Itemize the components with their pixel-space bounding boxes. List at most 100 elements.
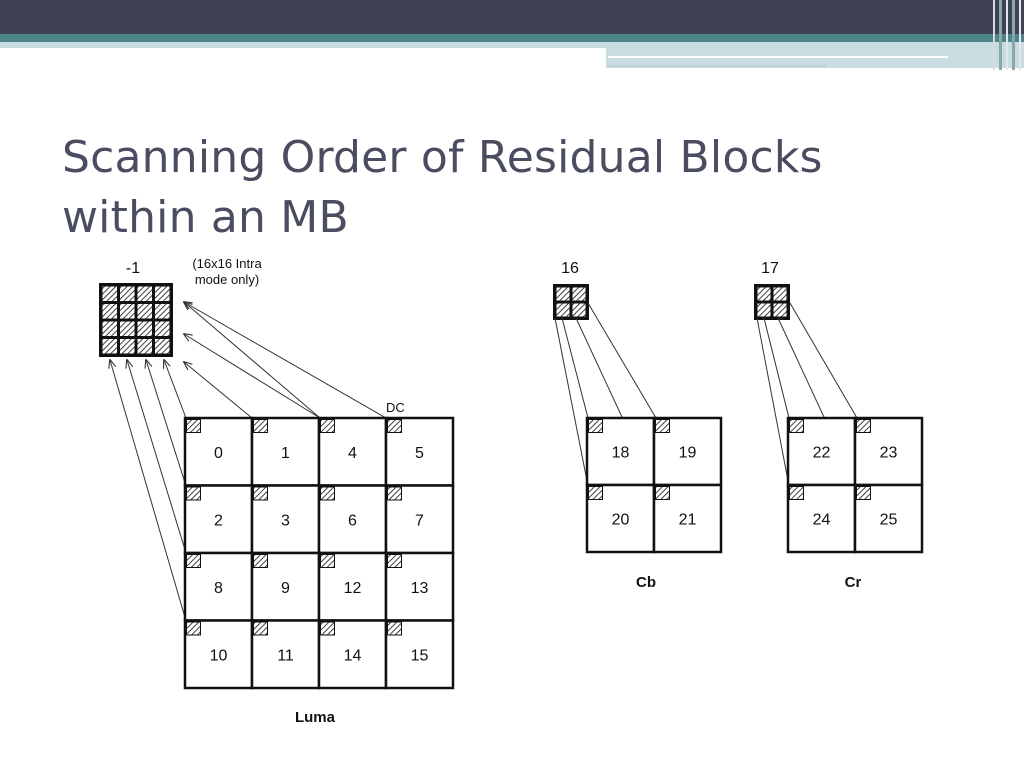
- luma-block-number: 14: [344, 647, 362, 664]
- luma-dc-marker: [320, 419, 335, 433]
- cb-dc-marker: [655, 419, 670, 433]
- arrow-3: [184, 302, 387, 419]
- luma-cell-border: [384, 484, 455, 555]
- cr-dc-marker: [856, 419, 871, 433]
- cb-dc-cell: [556, 303, 570, 317]
- arrow-5: [184, 362, 253, 419]
- luma-cell: 13: [384, 551, 455, 622]
- luma-cell: 6: [317, 484, 388, 555]
- cr-cell: 24: [786, 483, 857, 554]
- cb-caption: Cb: [636, 574, 656, 591]
- luma-dc-marker: [320, 486, 335, 501]
- luma-block-number: 9: [281, 580, 290, 597]
- dc-block-cell: [155, 286, 170, 301]
- dc-block-cell: [137, 304, 152, 319]
- luma-cell: 14: [317, 619, 388, 690]
- luma-cell: 4: [317, 416, 388, 487]
- luma-cell: 15: [384, 619, 455, 690]
- header-dark-bar: [0, 0, 1024, 34]
- dc-block-note-line2: mode only): [195, 272, 259, 287]
- cb-dc-marker: [655, 486, 670, 500]
- arrow-6: [164, 360, 187, 419]
- cb-block-number: 18: [612, 445, 630, 462]
- luma-cell: 1: [250, 416, 321, 487]
- luma-block-number: 10: [210, 647, 228, 664]
- cb-dc-marker: [588, 419, 603, 433]
- luma-dc-marker: [387, 621, 402, 636]
- cr-dc-label: 17: [761, 260, 779, 277]
- cr-dc-cell: [773, 303, 787, 317]
- cr-cell: 22: [786, 416, 857, 487]
- dc-block-cell: [102, 339, 117, 354]
- cb-dc-block: [553, 284, 589, 320]
- dc-block-cell: [137, 339, 152, 354]
- cb-dc-cell: [572, 303, 586, 317]
- dc-block-cell: [137, 321, 152, 336]
- dc-block-cell: [120, 286, 135, 301]
- cr-cell: 25: [853, 483, 924, 554]
- luma-block-number: 7: [415, 512, 424, 529]
- cr-caption: Cr: [845, 574, 862, 591]
- luma-block-number: 15: [411, 647, 429, 664]
- dc-block-cell: [137, 286, 152, 301]
- dc-block-label: -1: [126, 260, 140, 277]
- luma-dc-marker: [387, 419, 402, 433]
- dc-arrows: [110, 302, 387, 622]
- title-line-2: within an MB: [62, 192, 349, 243]
- cr-block-number: 23: [880, 445, 898, 462]
- luma-dc-marker: [253, 621, 268, 636]
- cr-block-number: 22: [813, 445, 831, 462]
- cb-dc-label: 16: [561, 260, 579, 277]
- luma-dc-marker: [186, 621, 201, 636]
- dc-block-cell: [155, 304, 170, 319]
- luma-dc-marker: [186, 486, 201, 501]
- dc-block-cell: [120, 304, 135, 319]
- header-light-tab: [606, 42, 1024, 68]
- luma-cell: 9: [250, 551, 321, 622]
- luma-dc-marker: [387, 486, 402, 501]
- cr-group: 17 22 23 24 25 Cr: [754, 260, 924, 591]
- cb-block-number: 19: [679, 445, 697, 462]
- cr-dc-cell: [757, 287, 771, 301]
- dc-annotation: DC: [386, 400, 405, 415]
- dc-block-cell: [120, 339, 135, 354]
- cb-cell: 18: [585, 416, 656, 487]
- dc-block-cell: [155, 339, 170, 354]
- cr-grid: 22 23 24 25: [786, 416, 924, 554]
- luma-block-number: 5: [415, 445, 424, 462]
- header-band: [0, 0, 1024, 70]
- cr-dc-block: [754, 284, 790, 320]
- cr-cell: 23: [853, 416, 924, 487]
- luma-cell: 11: [250, 619, 321, 690]
- cb-cell: 21: [652, 483, 723, 554]
- luma-block-number: 12: [344, 580, 362, 597]
- dc-block-cell: [102, 321, 117, 336]
- luma-cell: 12: [317, 551, 388, 622]
- luma-block-number: 13: [411, 580, 429, 597]
- cb-dc-marker: [588, 486, 603, 500]
- cb-cell: 20: [585, 483, 656, 554]
- luma-cell: 2: [183, 484, 254, 555]
- luma-dc-marker: [186, 419, 201, 433]
- dc-block-group: -1 (16x16 Intra mode only): [99, 256, 262, 357]
- header-teal-bar: [0, 34, 1024, 42]
- luma-block-number: 0: [214, 445, 223, 462]
- dc-block-note-line1: (16x16 Intra: [192, 256, 262, 271]
- luma-block-number: 8: [214, 580, 223, 597]
- luma-cell-border: [384, 619, 455, 690]
- title-line-1: Scanning Order of Residual Blocks: [62, 132, 823, 183]
- cr-dc-marker: [856, 486, 871, 500]
- luma-block-number: 6: [348, 512, 357, 529]
- luma-dc-marker: [253, 554, 268, 568]
- cb-dc-cell: [572, 287, 586, 301]
- cb-group: 16 18 19 20 21 Cb: [553, 260, 723, 591]
- luma-dc-marker: [387, 554, 402, 568]
- header-light-bar: [0, 42, 606, 48]
- cb-block-number: 21: [679, 512, 697, 529]
- cr-block-number: 25: [880, 512, 898, 529]
- cr-dc-marker: [789, 486, 804, 500]
- cb-cell: 19: [652, 416, 723, 487]
- luma-block-number: 4: [348, 445, 357, 462]
- luma-dc-marker: [320, 621, 335, 636]
